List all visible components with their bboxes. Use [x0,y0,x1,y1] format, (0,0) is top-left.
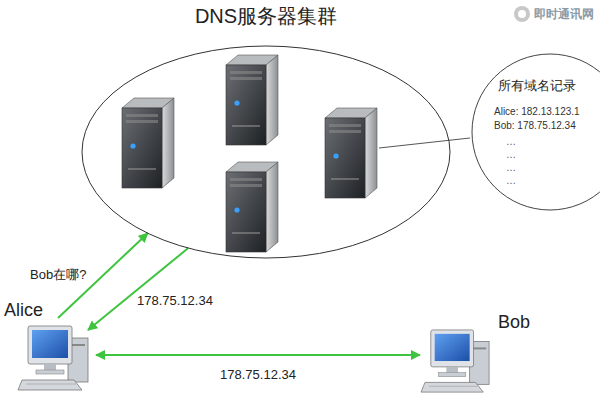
leader-line [379,138,470,148]
computer [420,328,496,396]
server [226,162,278,252]
records-title: 所有域名记录 [498,78,576,94]
computer [18,324,94,394]
host-name: Bob [498,312,530,334]
edge-label: 178.75.12.34 [218,367,298,382]
edge-label: 178.75.12.34 [135,293,215,308]
watermark: 即时通讯网 [534,6,594,23]
cluster-ellipse: DNS服务器集群 [80,4,452,260]
logo-mark [514,6,530,22]
host-name: Alice [4,300,43,322]
host-node: Alice [4,300,96,396]
server [122,98,174,188]
ellipse-outline [80,4,452,260]
circle-outline [470,52,600,212]
records-callout: 所有域名记录 Alice: 182.13.123.1Bob: 178.75.12.… [470,52,600,212]
ellipsis: … [506,149,516,161]
computer-icon [18,324,94,394]
server [325,108,377,198]
host-node: Bob [420,310,550,396]
record-entry: Bob: 178.75.12.34 [494,120,576,132]
ellipsis: … [506,162,516,174]
record-entry: Alice: 182.13.123.1 [494,106,580,118]
green-arrow [88,248,188,330]
logo-mark [518,10,526,18]
cluster-title: DNS服务器集群 [80,4,452,28]
green-arrow [96,354,420,356]
ellipsis: … [506,136,516,148]
server [226,55,278,145]
ellipsis: … [506,175,516,187]
computer-icon [420,328,496,396]
edge-label: Bob在哪? [28,266,88,284]
